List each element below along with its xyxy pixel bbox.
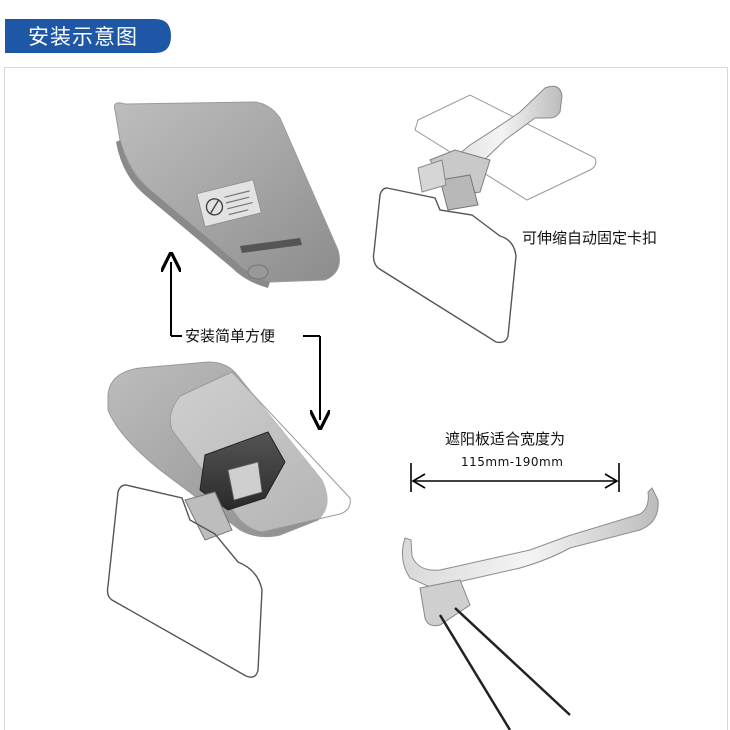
section-title: 安装示意图	[28, 25, 138, 49]
visor-width-label: 遮阳板适合宽度为	[445, 430, 566, 448]
section-header-tab	[5, 19, 171, 53]
easy-install-connector	[171, 262, 320, 420]
retractable-clip-label: 可伸缩自动固定卡扣	[522, 229, 658, 247]
width-range-label: 115mm-190mm	[461, 455, 564, 469]
clip-arm-image	[401, 487, 659, 730]
width-dimension-arrow	[410, 463, 620, 492]
car-sun-visor-image	[114, 101, 340, 288]
content-frame	[4, 67, 728, 730]
easy-install-label: 安装简单方便	[185, 327, 276, 345]
assembled-visor-image	[106, 361, 351, 678]
extension-clip-image	[372, 85, 597, 344]
